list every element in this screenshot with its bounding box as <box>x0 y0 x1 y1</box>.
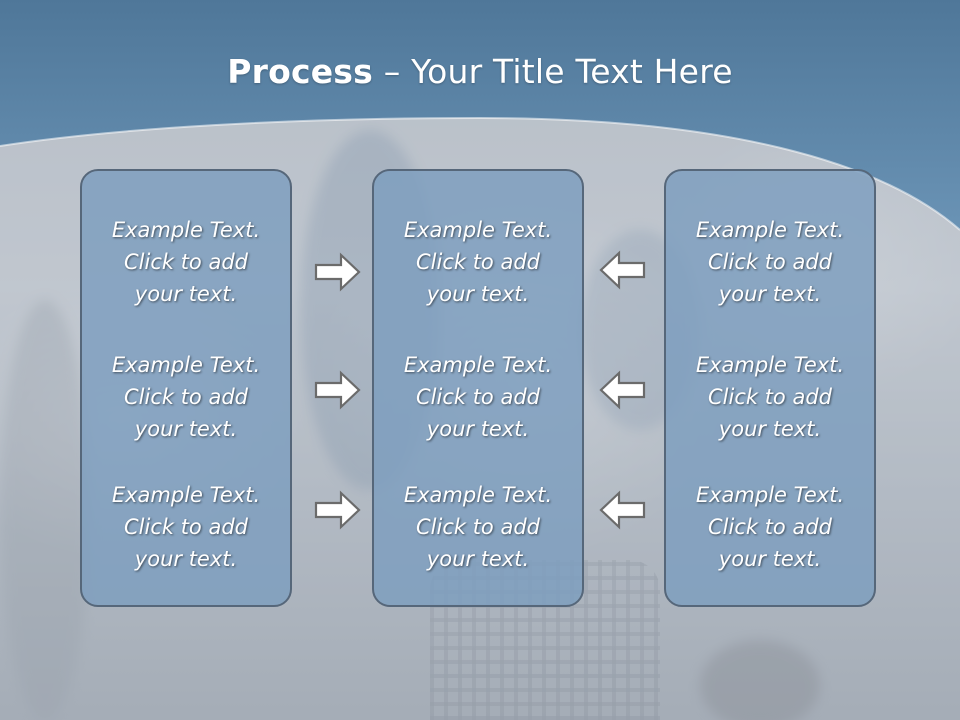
text-line: Example Text. <box>695 353 845 377</box>
text-line: your text. <box>134 547 238 571</box>
background-shape <box>700 640 820 720</box>
process-box-left[interactable]: Example Text. Click to add your text. Ex… <box>80 169 292 607</box>
background-shape <box>0 300 90 720</box>
text-line: Click to add <box>707 515 832 539</box>
title-rest: Your Title Text Here <box>411 52 733 91</box>
text-line: Example Text. <box>695 483 845 507</box>
text-line: Click to add <box>123 250 248 274</box>
arrow-left-icon <box>599 370 646 410</box>
arrow-left-icon <box>599 490 646 530</box>
text-line: your text. <box>718 282 822 306</box>
arrow-left-icon <box>599 250 646 290</box>
header-band-shape <box>0 0 960 230</box>
text-block[interactable]: Example Text. Click to add your text. <box>666 349 874 445</box>
text-block[interactable]: Example Text. Click to add your text. <box>666 479 874 575</box>
text-block[interactable]: Example Text. Click to add your text. <box>82 349 290 445</box>
text-line: your text. <box>426 417 530 441</box>
text-line: Click to add <box>415 385 540 409</box>
arrow-right-icon <box>314 490 361 530</box>
text-line: Example Text. <box>695 218 845 242</box>
text-line: Click to add <box>123 385 248 409</box>
text-block[interactable]: Example Text. Click to add your text. <box>82 479 290 575</box>
text-line: your text. <box>134 282 238 306</box>
text-line: Example Text. <box>111 218 261 242</box>
text-block[interactable]: Example Text. Click to add your text. <box>666 214 874 310</box>
text-line: Example Text. <box>111 483 261 507</box>
text-line: your text. <box>426 282 530 306</box>
text-line: Click to add <box>707 385 832 409</box>
title-bold: Process <box>227 52 373 91</box>
text-line: Example Text. <box>403 483 553 507</box>
text-line: your text. <box>718 417 822 441</box>
text-line: Click to add <box>707 250 832 274</box>
text-line: Example Text. <box>403 218 553 242</box>
text-line: your text. <box>426 547 530 571</box>
title-separator: – <box>373 52 412 91</box>
text-line: Example Text. <box>403 353 553 377</box>
text-line: Click to add <box>123 515 248 539</box>
text-block[interactable]: Example Text. Click to add your text. <box>82 214 290 310</box>
text-line: your text. <box>718 547 822 571</box>
text-block[interactable]: Example Text. Click to add your text. <box>374 349 582 445</box>
arrow-right-icon <box>314 370 361 410</box>
process-box-right[interactable]: Example Text. Click to add your text. Ex… <box>664 169 876 607</box>
process-box-center[interactable]: Example Text. Click to add your text. Ex… <box>372 169 584 607</box>
text-line: your text. <box>134 417 238 441</box>
text-line: Click to add <box>415 250 540 274</box>
arrow-right-icon <box>314 252 361 292</box>
text-block[interactable]: Example Text. Click to add your text. <box>374 214 582 310</box>
text-block[interactable]: Example Text. Click to add your text. <box>374 479 582 575</box>
text-line: Click to add <box>415 515 540 539</box>
slide-title: Process – Your Title Text Here <box>0 52 960 91</box>
text-line: Example Text. <box>111 353 261 377</box>
